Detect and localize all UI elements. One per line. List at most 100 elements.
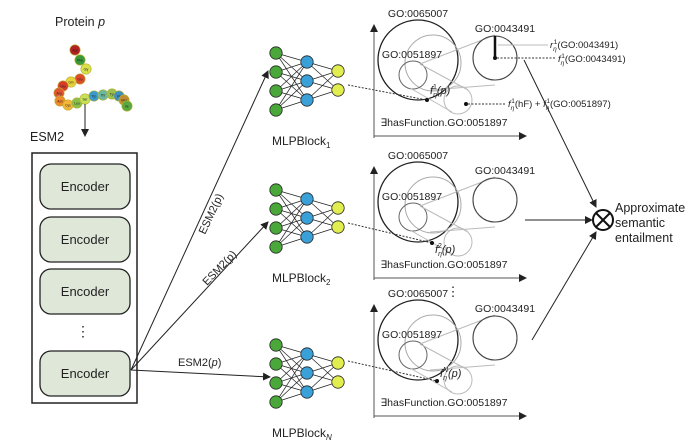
cylinder-edge [419,343,469,371]
go-projection-ball [404,314,462,372]
residue-bead [121,100,133,112]
residue-bead [74,54,86,66]
go-outer-label: GO:0065007 [388,8,448,20]
encoder-label: Encoder [61,366,110,381]
go-right-ball [472,177,518,223]
residue-label: Ser [83,98,89,102]
embedding-arrow-n [130,369,271,381]
go-inner-label: GO:0051897 [382,329,442,341]
mlp-block-label: MLPBlock2 [272,271,331,287]
embedding-arrow-2 [130,221,269,371]
residue-label: Glu [78,78,83,82]
encoder-block [39,163,131,210]
mlp-block-1: MLPBlock1 [269,46,345,150]
mlp-edge [275,353,308,403]
mlp-hidden-node [300,192,314,206]
go-right-ball [472,315,518,361]
go-outer-label: GO:0065007 [388,150,448,162]
mlp-hidden-node [300,230,314,244]
go-outer-ball [377,19,459,101]
mlp-output-node [331,356,345,370]
residue-label: Arg [57,92,62,96]
residue-label: Asn [57,100,63,104]
embedding-arrows: ESM2(p) ESM2(p) ESM2(p) [130,70,271,381]
protein-title: Protein p [55,15,105,29]
encoder-label: Encoder [61,179,110,194]
protein-embedding-point [435,379,439,383]
cylinder-edge [409,87,453,113]
go-right-label: GO:0043491 [475,303,535,315]
exists-label: ∃hasFunction.GO:0051897 [381,397,508,409]
residue-label: Asp [72,49,78,53]
mlp-input-node [269,46,283,60]
mlp-input-node [269,183,283,197]
output-label-line1: Approximate [615,201,685,215]
residue-label: Thr [101,94,107,98]
output-label-line2: semantic [615,216,665,230]
mlp-output-node [331,201,345,215]
mlp-edge [306,207,339,238]
mlp-hidden-node [300,211,314,225]
exists-ball [443,85,473,115]
mlp-edge [306,362,339,393]
go-outer-ball [377,161,459,243]
encoder-label: Encoder [61,284,110,299]
mlp-input-node [269,357,283,371]
mlp-to-embedding-line [347,360,438,382]
mlp-edge [306,70,339,101]
sum-point [464,102,468,106]
mlp-edge [275,198,308,229]
mlp-block-label: MLPBlockN [272,426,332,440]
go-outer-ball [377,299,459,381]
go-outer-label: GO:0065007 [388,288,448,300]
mlp-hidden-node [300,385,314,399]
residue-bead [69,44,81,56]
mlp-hidden-node [300,55,314,69]
protein-embedding-label: fηN(p) [440,367,462,382]
mlp-edge [275,217,308,248]
go-inner-label: GO:0051897 [382,49,442,61]
go-projection-ball [404,176,462,234]
cylinder-edge [419,205,469,233]
mlp-to-embedding-line [347,84,428,101]
exists-ball [443,365,473,395]
encoder-block [39,216,131,263]
encoder-label: Encoder [61,232,110,247]
mlp-input-node [269,84,283,98]
residue-label: Trp [92,95,97,99]
go-inner-ball [398,60,428,90]
aggregation: Approximate semantic entailment [523,59,685,341]
mlp-edge [275,372,308,403]
residue-label: Cys [65,104,71,108]
embedding-panel-2: GO:0065007GO:0043491GO:0051897∃hasFuncti… [347,150,535,282]
go-inner-ball [398,202,428,232]
esm2-title: ESM2 [30,130,64,144]
embedding-label-1: ESM2(p) [197,192,226,236]
residue-label: Ile [125,105,129,109]
mlp-output-node [331,64,345,78]
mlp-edge [275,353,308,384]
exists-ball [443,227,473,257]
mlp-output-node [331,83,345,97]
residue-label: Phe [77,59,83,63]
mlp-edge [275,198,308,248]
embedding-panel-1: GO:0065007GO:0043491GO:0051897∃hasFuncti… [347,8,626,140]
otimes-cross-b [595,212,611,228]
mlp-input-node [269,202,283,216]
exists-label: ∃hasFunction.GO:0051897 [381,259,508,271]
embedding-arrow-1 [130,70,269,371]
encoder-block [39,268,131,315]
mlp-block-2: MLPBlock2 [269,183,345,287]
residue-label: Tyr [110,93,115,97]
center-annotation: fη1(GO:0043491) [558,53,626,67]
mlp-output-node [331,375,345,389]
mlp-input-node [269,240,283,254]
mlp-to-embedding-line [347,222,433,244]
embedding-label-n: ESM2(p) [178,357,221,369]
mlp-input-node [269,376,283,390]
residue-bead [80,63,92,75]
protein-embedding-point [425,98,429,102]
mlp-output-node [331,220,345,234]
